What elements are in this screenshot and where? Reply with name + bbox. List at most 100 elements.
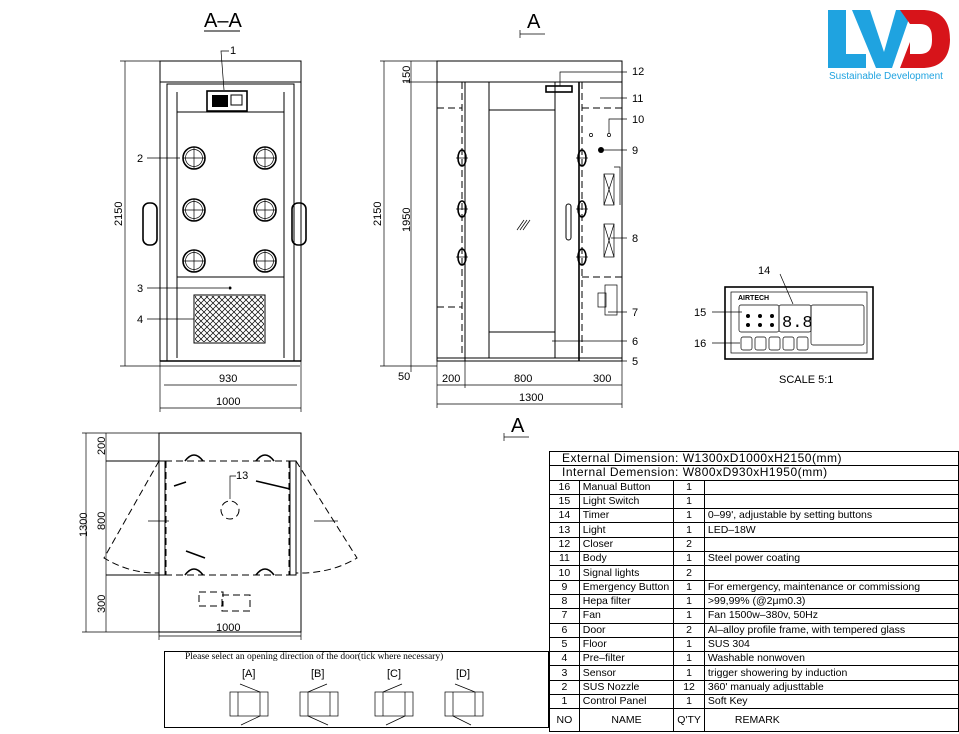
option-label: [A]: [242, 668, 255, 680]
signal-light-icon: [607, 133, 611, 137]
timer-display: 8.8: [782, 314, 813, 333]
door-option-d[interactable]: [D]: [444, 668, 484, 726]
panel-outer: [724, 286, 874, 360]
plan-nozzle-group: [184, 454, 275, 576]
header-no: NO: [549, 708, 580, 733]
item-name: Light Switch: [578, 493, 675, 510]
dim-front-inner-width: 930: [219, 373, 237, 385]
header-name: NAME: [578, 708, 675, 733]
dim-plan-total: 1300: [78, 513, 90, 537]
item-name: Timer: [578, 508, 675, 524]
hepa-filter-icon: [603, 166, 621, 258]
side-nozzle-icon: [576, 248, 588, 266]
side-nozzle-icon: [456, 200, 468, 218]
left-handle-icon: [142, 202, 158, 246]
item-remark: >99,99% (@2μm0.3): [703, 593, 959, 610]
callout-3: 3: [137, 283, 143, 295]
dim-front-height: 2150: [113, 202, 125, 226]
door-option-b[interactable]: [B]: [299, 668, 339, 726]
dim-plan-width: 1000: [216, 622, 240, 634]
dim-plan-bottom: 300: [96, 595, 108, 613]
item-remark: Washable nonwoven: [703, 651, 959, 667]
item-number: 5: [549, 636, 580, 653]
item-remark: Al–alloy profile frame, with tempered gl…: [703, 622, 959, 638]
item-name: Body: [578, 551, 675, 567]
item-remark: Soft Key: [703, 694, 959, 710]
item-name: Sensor: [578, 665, 675, 681]
plan-nozzle-icon: [184, 568, 204, 576]
side-nozzle-icon: [576, 149, 588, 167]
dim-side-middle: 800: [514, 373, 532, 385]
option-label: [C]: [387, 668, 401, 680]
nozzle-icon: [253, 249, 277, 273]
callout-10: 10: [632, 114, 644, 126]
callout-14: 14: [758, 265, 770, 277]
dim-side-left: 200: [442, 373, 460, 385]
door-option-a[interactable]: [A]: [229, 668, 269, 726]
item-quantity: 2: [673, 622, 705, 638]
logo-letter-l: [828, 10, 866, 68]
right-handle-icon: [291, 202, 307, 246]
item-quantity: 1: [673, 508, 705, 524]
item-remark: trigger showering by induction: [703, 665, 959, 681]
item-name: Hepa filter: [578, 593, 675, 610]
light-switch-icon: [758, 323, 762, 327]
item-quantity: 2: [673, 565, 705, 581]
callout-11: 11: [632, 93, 643, 105]
plan-view: 13 1300 200 800 300 1000: [78, 432, 358, 640]
item-number: 9: [549, 579, 580, 595]
glass-hatch-icon: [516, 219, 531, 231]
panel-brand: AIRTECH: [738, 295, 769, 302]
item-number: 12: [549, 536, 580, 553]
item-remark: For emergency, maintenance or commission…: [703, 579, 959, 595]
item-name: Pre–filter: [578, 651, 675, 667]
nozzle-icon: [182, 198, 206, 222]
control-panel-icon: [206, 90, 248, 112]
external-dimension-row: External Dimension: W1300xD1000xH2150(mm…: [549, 450, 959, 467]
item-name: Control Panel: [578, 694, 675, 710]
option-label: [D]: [456, 668, 470, 680]
callout-7: 7: [632, 307, 638, 319]
header-qty: Q'TY: [673, 708, 705, 733]
plan-nozzle-icon: [255, 568, 275, 576]
fan-outline: [221, 594, 251, 612]
item-number: 16: [549, 479, 580, 495]
item-number: 14: [549, 508, 580, 524]
item-number: 11: [549, 551, 580, 567]
panel-button-icon: [740, 336, 753, 351]
external-dimension: External Dimension: W1300xD1000xH2150(mm…: [549, 450, 959, 467]
logo-letter-d: [900, 10, 950, 68]
section-marker-bottom: A: [511, 415, 525, 437]
logo-mark: [828, 10, 950, 68]
panel-button-row: [740, 314, 809, 351]
fan-icon: [597, 284, 618, 316]
side-nozzle-icon: [576, 200, 588, 218]
item-remark: LED–18W: [703, 522, 959, 538]
item-number: 10: [549, 565, 580, 581]
item-name: Fan: [578, 608, 675, 624]
logo-tagline: Sustainable Development: [829, 71, 943, 82]
dim-plan-middle: 800: [96, 512, 108, 530]
item-quantity: 1: [673, 479, 705, 495]
front-view-title: A–A: [204, 10, 242, 32]
plan-outer: [158, 432, 302, 633]
plan-nozzle-icon: [184, 454, 204, 462]
door-option-c[interactable]: [C]: [374, 668, 414, 726]
item-quantity: 1: [673, 608, 705, 624]
left-door-swing: [103, 460, 160, 574]
closer-icon: [545, 85, 573, 93]
item-name: Door: [578, 622, 675, 638]
dim-side-floor: 50: [398, 371, 410, 383]
item-quantity: 12: [673, 679, 705, 696]
callout-8: 8: [632, 233, 638, 245]
dim-side-height: 2150: [372, 202, 384, 226]
internal-dimension: Internal Demension: W800xD930xH1950(mm): [549, 465, 959, 481]
